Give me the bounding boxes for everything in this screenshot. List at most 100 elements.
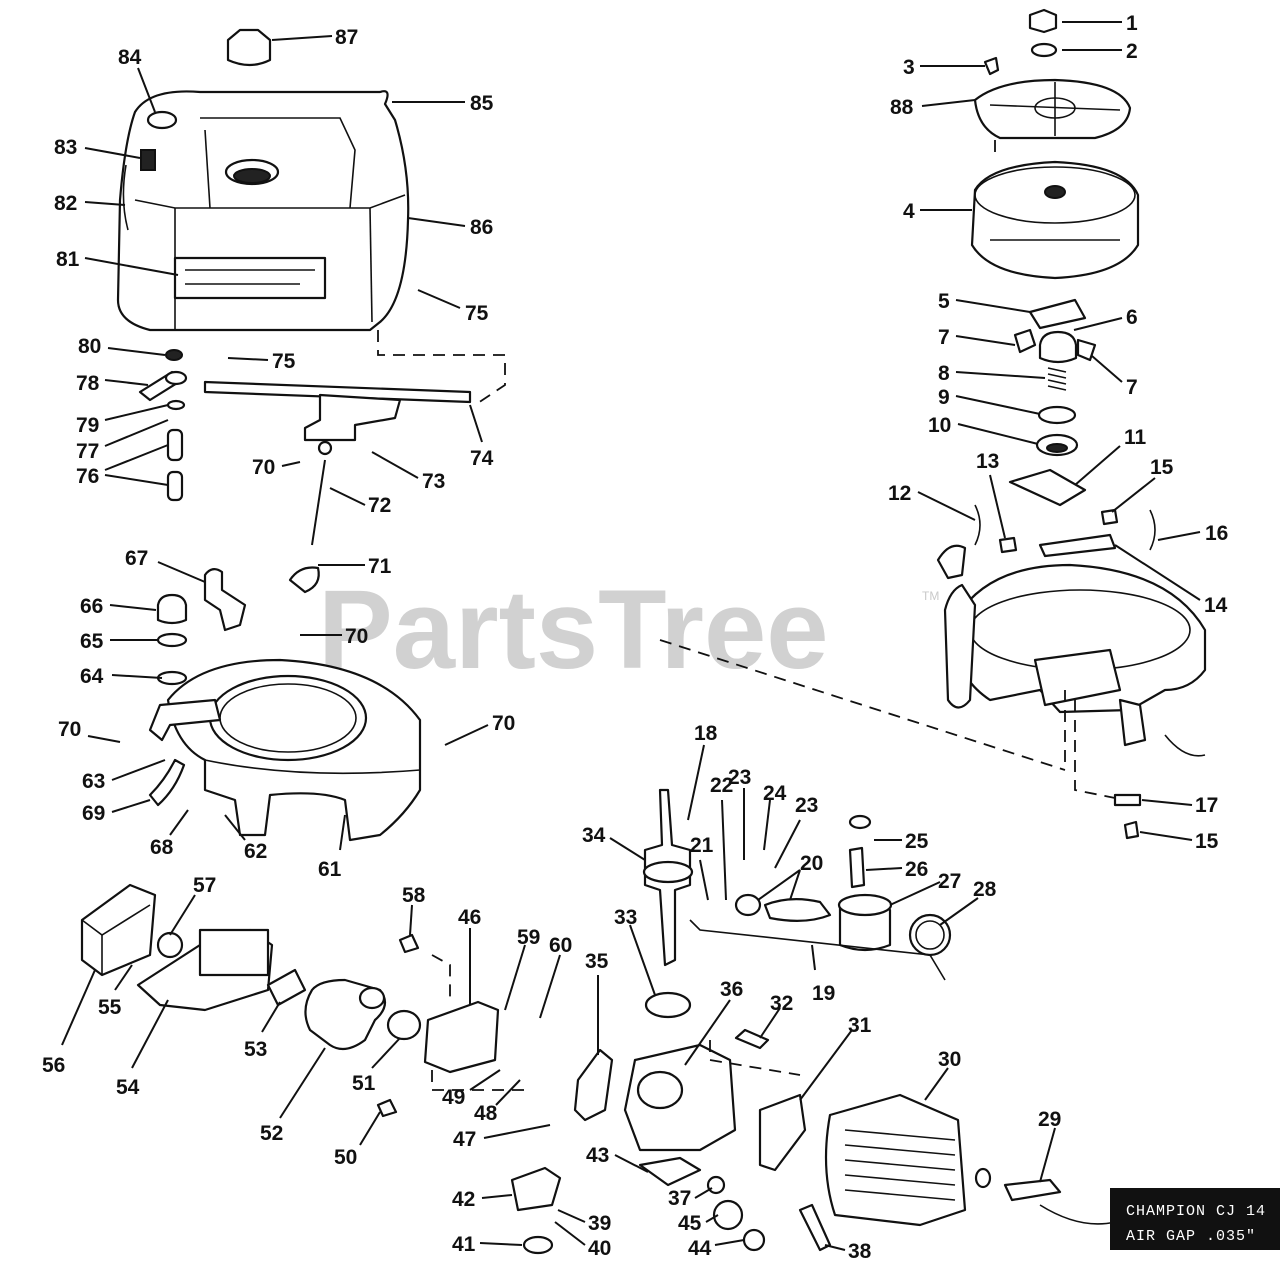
callout-72: 72 [329, 487, 391, 517]
callout-44: 44 [688, 1237, 745, 1260]
callout-79: 79 [76, 404, 169, 437]
callout-81: 81 [56, 248, 179, 276]
callout-16-number: 16 [1205, 522, 1228, 545]
fuel-cap-drawing [226, 28, 272, 67]
callout-55-number: 55 [98, 996, 122, 1019]
callout-74-number: 74 [470, 447, 494, 470]
callout-8-number: 8 [938, 362, 950, 385]
callout-70a: 70 [252, 456, 301, 479]
blower-housing [166, 658, 422, 842]
callout-24-number: 24 [763, 782, 787, 805]
callout-83: 83 [54, 136, 141, 159]
callout-64-number: 64 [80, 665, 104, 688]
stator-plate-drawing [936, 544, 1207, 757]
callout-70d-number: 70 [492, 712, 515, 735]
callout-1: 1 [1062, 12, 1138, 35]
callout-87: 87 [271, 26, 358, 49]
callout-82-number: 82 [54, 192, 77, 215]
callout-75a: 75 [417, 289, 489, 325]
callout-19: 19 [811, 944, 835, 1005]
callout-9-number: 9 [938, 386, 950, 409]
callout-17: 17 [1141, 794, 1218, 817]
callout-21: 21 [690, 834, 714, 901]
callout-55: 55 [98, 964, 133, 1019]
callout-73-number: 73 [422, 470, 445, 493]
callout-71-number: 71 [368, 555, 392, 578]
callout-56: 56 [42, 969, 96, 1077]
callout-14-number: 14 [1204, 594, 1228, 617]
callout-12-number: 12 [888, 482, 911, 505]
callout-37: 37 [668, 1187, 713, 1210]
callout-67: 67 [125, 547, 206, 583]
callout-42: 42 [452, 1188, 513, 1211]
callout-52-number: 52 [260, 1122, 283, 1145]
callout-86-number: 86 [470, 216, 493, 239]
callout-21-number: 21 [690, 834, 714, 857]
callout-49: 49 [442, 1069, 501, 1109]
callout-22: 22 [710, 774, 733, 901]
callout-6: 6 [1073, 306, 1138, 331]
callout-78: 78 [76, 372, 149, 395]
callout-38: 38 [824, 1240, 872, 1263]
spark-plug-note: CHAMPION CJ 14 AIR GAP .035" [1110, 1188, 1280, 1250]
callout-52: 52 [260, 1047, 326, 1145]
callout-40-number: 40 [588, 1237, 611, 1260]
callout-53: 53 [244, 1001, 281, 1061]
callout-7b: 7 [1091, 355, 1138, 399]
callout-69: 69 [82, 799, 151, 825]
callout-33-number: 33 [614, 906, 637, 929]
callout-63-number: 63 [82, 770, 105, 793]
callout-86: 86 [407, 216, 493, 239]
callout-15b: 15 [1139, 830, 1219, 853]
callout-3: 3 [903, 56, 985, 79]
callout-5: 5 [938, 290, 1031, 313]
callout-67-number: 67 [125, 547, 148, 570]
callout-43: 43 [586, 1144, 649, 1173]
callout-18-number: 18 [694, 722, 718, 745]
callout-59-number: 59 [517, 926, 540, 949]
callout-54-number: 54 [116, 1076, 140, 1099]
callout-70b-number: 70 [345, 625, 368, 648]
cylinder-drawing [824, 1093, 967, 1227]
callout-18: 18 [687, 722, 718, 821]
callout-71: 71 [318, 555, 392, 578]
callout-85-number: 85 [470, 92, 494, 115]
callout-70d: 70 [444, 712, 515, 746]
callout-79-number: 79 [76, 414, 99, 437]
callout-32: 32 [759, 992, 793, 1039]
callout-74: 74 [469, 404, 494, 470]
callout-19-number: 19 [812, 982, 835, 1005]
callout-81-number: 81 [56, 248, 80, 271]
callout-7a: 7 [938, 326, 1016, 349]
callout-10-number: 10 [928, 414, 951, 437]
callout-13: 13 [976, 450, 1006, 539]
rail-bracket-drawing [203, 380, 472, 404]
callout-77: 77 [76, 419, 169, 463]
callout-20-number: 20 [800, 852, 823, 875]
callout-53-number: 53 [244, 1038, 267, 1061]
callout-47-number: 47 [453, 1128, 476, 1151]
callout-57-number: 57 [193, 874, 216, 897]
callout-29: 29 [1038, 1108, 1061, 1183]
callout-7a-number: 7 [938, 326, 950, 349]
callout-59: 59 [504, 926, 540, 1011]
callout-51: 51 [352, 1037, 401, 1095]
callout-65: 65 [80, 630, 158, 653]
callout-5-number: 5 [938, 290, 950, 313]
callout-35: 35 [585, 950, 609, 1055]
callout-20: 20 [757, 852, 823, 901]
callout-77-number: 77 [76, 440, 99, 463]
callout-25-number: 25 [905, 830, 929, 853]
callout-65-number: 65 [80, 630, 104, 653]
callout-13-number: 13 [976, 450, 999, 473]
callout-76: 76 [76, 444, 169, 488]
callout-4-number: 4 [903, 200, 915, 223]
callout-45: 45 [678, 1212, 719, 1235]
callout-49-number: 49 [442, 1086, 465, 1109]
callout-12: 12 [888, 482, 976, 521]
fuel-tank-shroud [116, 90, 410, 332]
callout-11: 11 [1074, 426, 1147, 486]
callout-70c: 70 [58, 718, 121, 743]
callout-84: 84 [118, 46, 156, 113]
